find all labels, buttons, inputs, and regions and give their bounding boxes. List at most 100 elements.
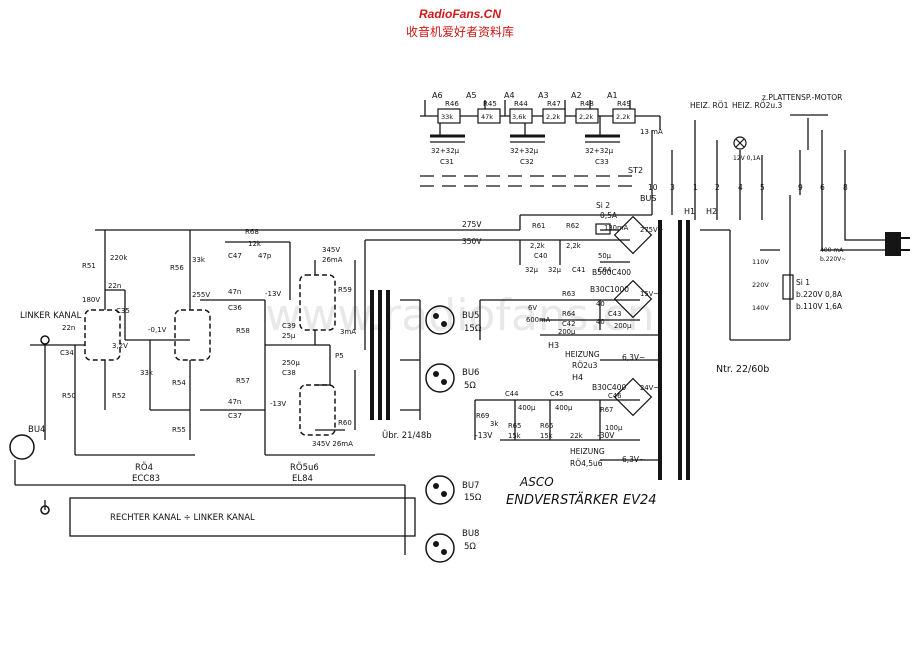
lbl-c35: C35 (116, 307, 130, 315)
bu6-impedance: 5Ω (464, 381, 476, 391)
lbl-r56: R56 (170, 264, 184, 272)
title-model: ENDVERSTÄRKER EV24 (506, 492, 657, 508)
lbl-c47: C47 (228, 252, 242, 260)
lbl-r52: R52 (112, 392, 126, 400)
lbl-r55: R55 (172, 426, 186, 434)
lbl-345v-b: 345V 26mA (312, 440, 353, 448)
lbl-01v: -0,1V (148, 326, 167, 334)
lbl-r68: R68 (245, 228, 259, 236)
out-a3: A3 (538, 91, 549, 100)
lbl-26ma: 26mA (322, 256, 343, 264)
channel-box (69, 497, 416, 537)
preamp-type: ECC83 (132, 474, 160, 484)
heiz-ro2-label: HEIZ. RÖ2u.3 (732, 101, 783, 110)
lbl-6v: 6V (528, 304, 537, 312)
center-watermark: www.radiofans.cn (265, 290, 654, 341)
pin-4: 4 (738, 183, 743, 192)
component-labels: R68 12k C47 47p R51 220k R56 33k R50 R52… (60, 228, 356, 448)
res-r47: R47 (547, 100, 561, 108)
lbl-600ma: 600mA (526, 316, 551, 324)
out-a1: A1 (607, 91, 618, 100)
bu6-label: BU6 (462, 368, 479, 378)
lbl-c34: C34 (60, 349, 74, 357)
lbl-c41v: 32µ (548, 266, 562, 274)
watermark-subtitle: 收音机爱好者资料库 (405, 25, 514, 39)
lbl-3ma: 3mA (340, 328, 356, 336)
pin-8: 8 (843, 183, 848, 192)
bu4-label: BU4 (28, 425, 45, 435)
mains-plug-icon (885, 232, 910, 256)
lbl-r54: R54 (172, 379, 186, 387)
h3-label: H3 (548, 341, 559, 350)
lbl-c39v: 25µ (282, 332, 296, 340)
cap-c32: C32 (520, 158, 534, 166)
top-labels: A6 A5 A4 A3 A2 A1 R46 R45 R44 R47 R48 R4… (431, 91, 663, 203)
val-r48: 2,2k (579, 113, 593, 121)
motor-label: z.PLATTENSP.-MOTOR (762, 93, 842, 102)
rail-275v: 275V (462, 220, 482, 229)
fuse-si2: Si 2 (596, 201, 610, 210)
heater2-voltage: 6,3V~ (622, 455, 645, 464)
top-right-labels: HEIZ. RÖ1 HEIZ. RÖ2u.3 z.PLATTENSP.-MOTO… (690, 93, 848, 263)
rect-b30c1000: B30C1000 (590, 285, 629, 294)
lbl-r64: R64 (562, 310, 575, 318)
output-tube-ref: RÖ5u6 (290, 462, 319, 473)
lbl-r57: R57 (236, 377, 250, 385)
lbl-c64: C64 (598, 266, 611, 274)
bu7-impedance: 15Ω (464, 493, 482, 503)
lamp-label: 12V 0,1A (733, 155, 761, 162)
lbl-275ac: 275V~ (640, 226, 663, 234)
cap-c33: C33 (595, 158, 609, 166)
heater1-label: HEIZUNG (565, 350, 600, 359)
bu8-label: BU8 (462, 529, 479, 539)
h-labels: H3 H2 H1 H4 (548, 207, 717, 382)
st2-label: ST2 (628, 166, 643, 175)
lbl-r63v: 40 (596, 300, 605, 308)
lbl-c36: C36 (228, 304, 242, 312)
pin-3: 3 (670, 183, 675, 192)
output-transformer: Übr. 21/48b (382, 430, 432, 441)
speaker-labels: BU5 15Ω BU6 5Ω BU7 15Ω BU8 5Ω BU4 (28, 311, 482, 552)
psu-labels: R61 R62 2,2k 2,2k C40 32µ 32µ C41 50µ C6… (476, 222, 663, 440)
val-r45: 47k (481, 113, 493, 121)
val-r46: 33k (441, 113, 453, 121)
lbl-r64v: 40 (596, 318, 605, 326)
lbl-r54v: 33k (140, 369, 154, 377)
lbl-15ac: 15V~ (640, 290, 659, 298)
tap-220: 220V (752, 281, 769, 289)
cap-c31: C31 (440, 158, 454, 166)
lbl-255v: 255V (192, 291, 210, 299)
cap-value-32: 32+32µ (510, 147, 539, 155)
fuse-si2-rating: 0,5A (600, 211, 618, 220)
lbl-c38: C38 (282, 369, 296, 377)
mains-transformer: Ntr. 22/60b (716, 364, 769, 375)
lbl-32v: 3,2V (112, 342, 128, 350)
lbl-c45: C45 (550, 390, 563, 398)
lbl-p5: P5 (335, 352, 344, 360)
pin-labels: 10 3 1 2 4 5 9 6 8 (648, 183, 848, 192)
lbl-r51: R51 (82, 262, 96, 270)
lbl-r69: R69 (476, 412, 489, 420)
tap-110: 110V (752, 258, 769, 266)
lamp-icon (733, 136, 747, 150)
lbl-r63: R63 (562, 290, 575, 298)
lbl-r68v: 12k (248, 240, 262, 248)
lbl-r67: R67 (600, 406, 613, 414)
fuse-si1-line2: b.110V 1,6A (796, 302, 843, 311)
val-r47: 2,2k (546, 113, 560, 121)
chain-current: 13 mA (640, 128, 663, 136)
lbl-c35v: 22n (108, 282, 121, 290)
cap-value-31: 32+32µ (431, 147, 460, 155)
lbl-c64v: 50µ (598, 252, 612, 260)
lbl-r61: R61 (532, 222, 545, 230)
lbl-13v-a: -13V (265, 290, 281, 298)
lbl-180v: 180V (82, 296, 100, 304)
lbl-c37: C37 (228, 412, 242, 420)
pin-5: 5 (760, 183, 765, 192)
fuse-si1 (782, 274, 794, 300)
out-a2: A2 (571, 91, 582, 100)
h2-label: H2 (706, 207, 717, 216)
preamp-ref: RÖ4 (135, 462, 153, 473)
left-channel-label: LINKER KANAL (20, 311, 82, 321)
val-r44: 3,6k (512, 113, 526, 121)
